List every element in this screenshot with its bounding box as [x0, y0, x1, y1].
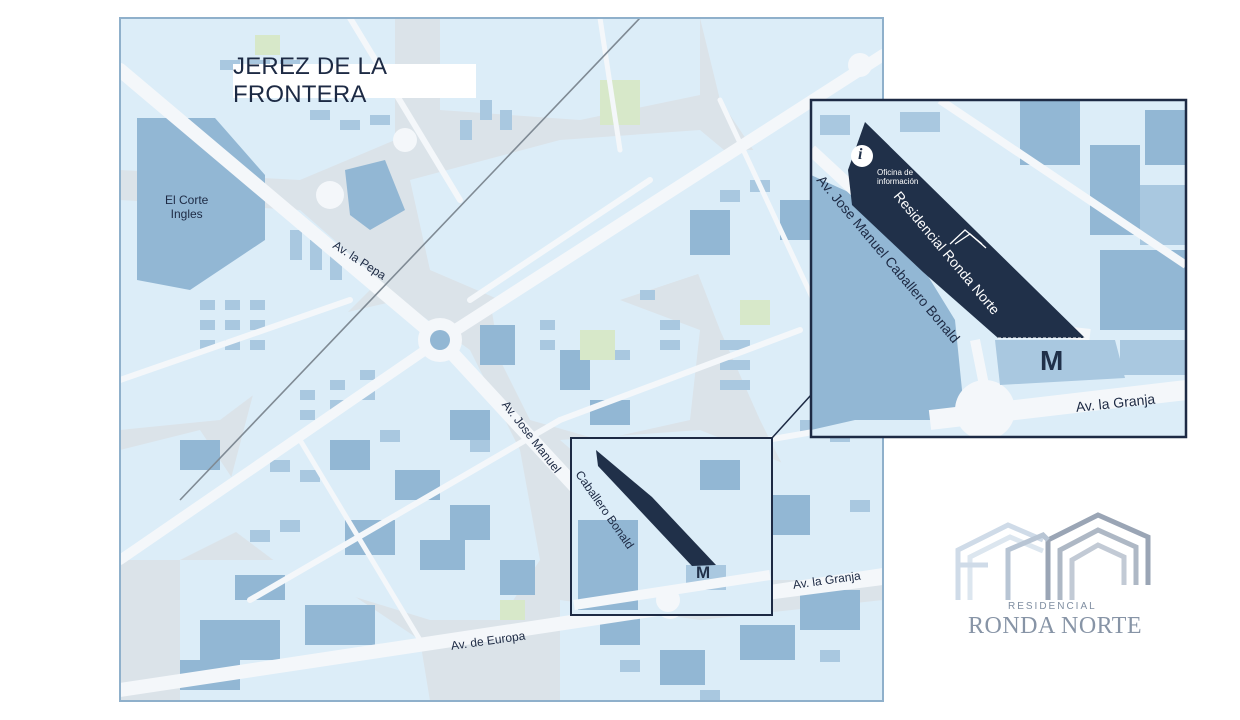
info-icon-glyph: i [858, 146, 863, 163]
logo-subtitle: RESIDENCIAL [1008, 601, 1097, 612]
info-office-label: Oficina de información [877, 168, 918, 186]
landmark-label-line2: Ingles [170, 207, 203, 221]
map-title-box: JEREZ DE LA FRONTERA [233, 53, 476, 108]
property-locator-box [570, 437, 773, 616]
info-office-line2: información [877, 177, 919, 186]
info-office-line1: Oficina de [877, 168, 914, 177]
ronda-norte-logo [955, 512, 1151, 600]
landmark-label-line1: El Corte [165, 193, 209, 207]
inset-map [809, 98, 1188, 439]
inset-frame [809, 98, 1188, 439]
property-block-small[interactable] [596, 450, 716, 566]
building-logo-icon [949, 229, 987, 249]
map-title: JEREZ DE LA FRONTERA [233, 53, 386, 108]
property-block[interactable] [848, 122, 1085, 338]
logo-name: RONDA NORTE [968, 613, 1143, 639]
restaurant-marker-icon-small: M [696, 563, 711, 582]
info-icon [851, 145, 873, 167]
landmark-el-corte-ingles: El Corte Ingles [165, 193, 208, 221]
restaurant-marker-icon: M [1040, 345, 1064, 376]
